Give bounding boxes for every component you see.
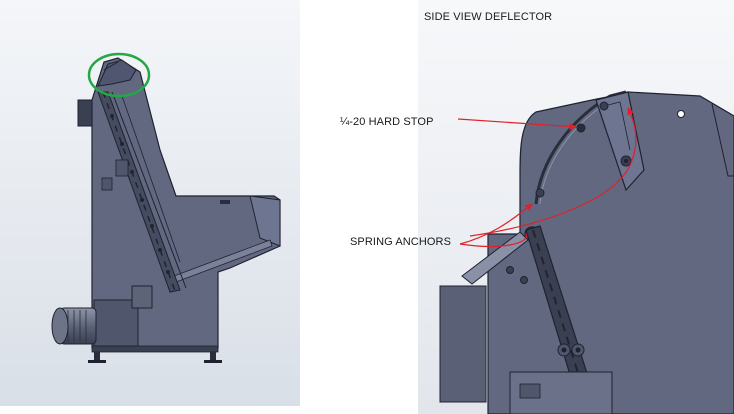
foot-left [88, 360, 106, 363]
right-detail-view [418, 0, 734, 414]
left-machine-view [0, 0, 300, 406]
spring-anchor-upper [535, 188, 545, 198]
detail-main-plate [487, 91, 734, 414]
plate-edge [711, 103, 734, 177]
roller-2-center [575, 347, 581, 353]
motor-endcap [51, 307, 69, 345]
hard-stop-arrow [457, 118, 577, 131]
callout-lines [457, 107, 637, 247]
conveyor-rail [111, 91, 187, 289]
access-panel-2 [101, 177, 113, 191]
motor-fins [67, 310, 87, 342]
outlet-chute [249, 195, 281, 247]
spring-anchors-callout-label: SPRING ANCHORS [350, 236, 452, 248]
hard-stop-bolt [576, 123, 586, 133]
conveyor-track [97, 91, 181, 293]
conveyor-rail-inner [121, 95, 181, 263]
detail-view-title: SIDE VIEW DEFLECTOR [424, 11, 553, 23]
top-deflector [97, 59, 137, 87]
side-box [77, 99, 93, 127]
gearbox [93, 299, 139, 347]
leg-left [94, 352, 100, 360]
body-slot [220, 200, 230, 204]
deflector-edge [103, 61, 119, 71]
detail-bolts [506, 101, 685, 284]
roller-1-center [561, 347, 567, 353]
bracket-slot [519, 383, 541, 399]
leg-right [210, 352, 216, 360]
bracket-inner-edge [603, 101, 631, 151]
mount-hole [677, 110, 685, 118]
spring-anchor-arrow-lower [459, 233, 527, 247]
conveyor-cleats [110, 114, 170, 274]
foot-right [204, 360, 222, 363]
detail-side-box [439, 285, 487, 403]
bearing-block [131, 285, 153, 309]
hard-stop-callout-label: ¼-20 HARD STOP [340, 116, 434, 128]
spring-loop [469, 107, 637, 237]
highlight-circle [87, 52, 151, 98]
detail-bottom-bracket [509, 371, 613, 414]
spring-anchor-arrow-upper [459, 203, 533, 245]
access-panel-1 [115, 159, 129, 177]
base-rail [91, 345, 219, 353]
